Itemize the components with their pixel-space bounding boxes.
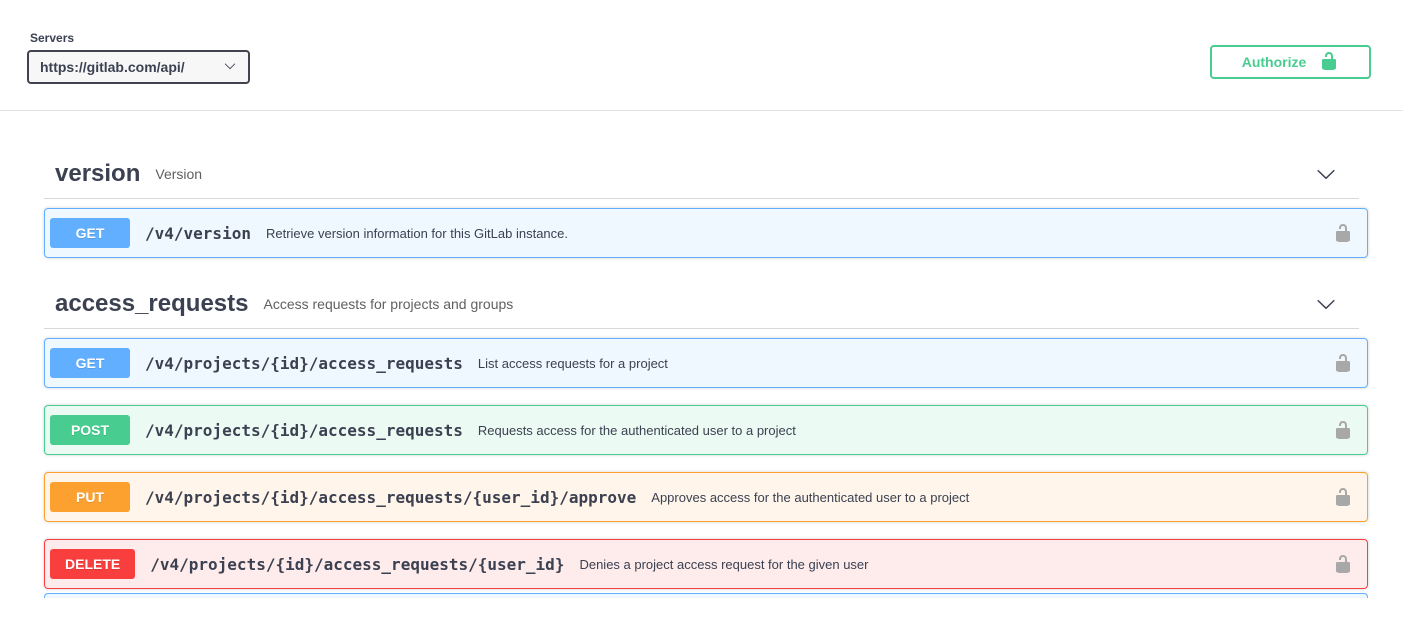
unlock-icon <box>1319 51 1339 74</box>
unlock-icon <box>1336 488 1350 506</box>
server-select-value: https://gitlab.com/api/ <box>40 59 185 75</box>
section-title: access_requests <box>55 290 249 317</box>
operation-summary: Denies a project access request for the … <box>579 556 869 572</box>
server-select[interactable]: https://gitlab.com/api/ <box>27 50 250 84</box>
auth-lock-button[interactable] <box>1333 353 1353 373</box>
unlock-icon <box>1336 421 1350 439</box>
section-title: version <box>55 160 141 187</box>
method-badge: GET <box>50 348 130 378</box>
section-access-requests: access_requests Access requests for proj… <box>27 275 1376 598</box>
operation-summary: Approves access for the authenticated us… <box>651 489 970 505</box>
auth-lock-button[interactable] <box>1333 420 1353 440</box>
unlock-icon <box>1336 354 1350 372</box>
chevron-down-icon <box>224 59 236 75</box>
operation-row-post-access-requests[interactable]: POST /v4/projects/{id}/access_requests R… <box>44 405 1368 455</box>
operations-group: GET /v4/projects/{id}/access_requests Li… <box>27 338 1376 598</box>
auth-lock-button[interactable] <box>1333 223 1353 243</box>
section-description: Access requests for projects and groups <box>263 296 514 312</box>
authorize-button-label: Authorize <box>1241 54 1307 70</box>
unlock-icon <box>1336 224 1350 242</box>
unlock-icon <box>1336 555 1350 573</box>
operation-path: /v4/projects/{id}/access_requests <box>145 420 463 440</box>
chevron-down-icon[interactable] <box>1316 294 1336 314</box>
operation-summary: List access requests for a project <box>477 355 668 371</box>
operation-row-put-approve[interactable]: PUT /v4/projects/{id}/access_requests/{u… <box>44 472 1368 522</box>
servers-block: Servers https://gitlab.com/api/ <box>27 28 250 84</box>
api-operations-list: version Version GET /v4/version Retrieve… <box>0 111 1403 598</box>
operation-summary: Retrieve version information for this Gi… <box>265 225 568 241</box>
operation-path: /v4/version <box>145 223 251 243</box>
operations-group: GET /v4/version Retrieve version informa… <box>27 208 1376 258</box>
operation-path: /v4/projects/{id}/access_requests <box>145 353 463 373</box>
section-header-version[interactable]: version Version <box>44 145 1359 199</box>
operation-row-get-version[interactable]: GET /v4/version Retrieve version informa… <box>44 208 1368 258</box>
chevron-down-icon[interactable] <box>1316 164 1336 184</box>
section-header-access-requests[interactable]: access_requests Access requests for proj… <box>44 275 1359 329</box>
operation-path: /v4/projects/{id}/access_requests/{user_… <box>145 487 637 507</box>
method-badge: GET <box>50 218 130 248</box>
auth-lock-button[interactable] <box>1333 487 1353 507</box>
method-badge: DELETE <box>50 549 136 579</box>
section-version: version Version GET /v4/version Retrieve… <box>27 145 1376 258</box>
method-badge: PUT <box>50 482 130 512</box>
next-operation-row-partial <box>44 593 1368 598</box>
auth-lock-button[interactable] <box>1333 554 1353 574</box>
operation-row-delete-access-request[interactable]: DELETE /v4/projects/{id}/access_requests… <box>44 539 1368 589</box>
scheme-container: Servers https://gitlab.com/api/ Authoriz… <box>0 0 1403 111</box>
method-badge: POST <box>50 415 130 445</box>
operation-path: /v4/projects/{id}/access_requests/{user_… <box>150 554 565 574</box>
operation-summary: Requests access for the authenticated us… <box>477 422 796 438</box>
section-description: Version <box>155 166 203 182</box>
servers-label: Servers <box>30 31 75 45</box>
operation-row-get-access-requests[interactable]: GET /v4/projects/{id}/access_requests Li… <box>44 338 1368 388</box>
authorize-button[interactable]: Authorize <box>1210 45 1371 79</box>
